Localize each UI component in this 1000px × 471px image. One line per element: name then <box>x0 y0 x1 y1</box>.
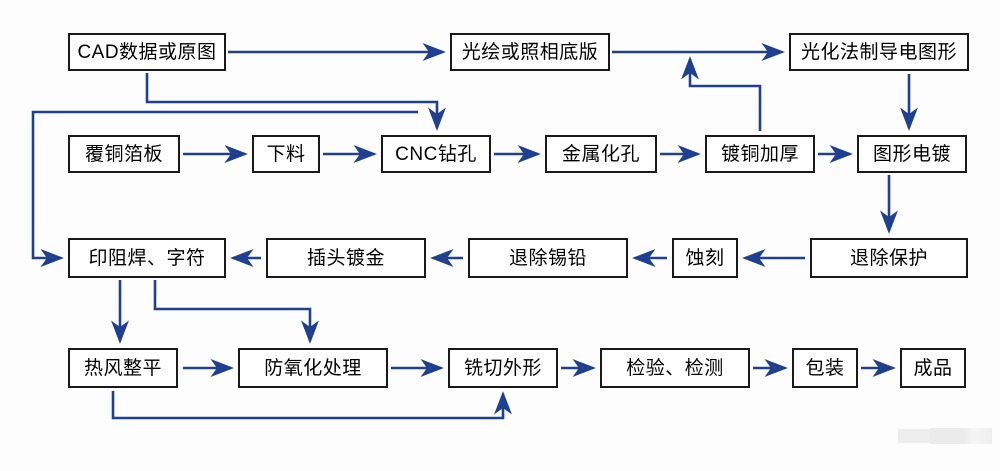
node-label: 镀铜加厚 <box>720 143 799 165</box>
node-label: 光化法制导电图形 <box>800 41 957 63</box>
watermark-block-left <box>898 429 934 443</box>
node-label: CNC钻孔 <box>395 143 477 165</box>
node-pattern-plating[interactable]: 图形电镀 <box>857 135 967 173</box>
node-label: 包装 <box>805 357 845 379</box>
node-plated-hole[interactable]: 金属化孔 <box>545 135 657 173</box>
node-label: 下料 <box>266 143 306 165</box>
node-packaging[interactable]: 包装 <box>792 348 858 388</box>
node-clad[interactable]: 覆铜箔板 <box>68 135 180 173</box>
edge-cad-to-cnc <box>145 73 446 131</box>
edge-solder-to-antiox <box>153 280 319 344</box>
node-inspection[interactable]: 检验、检测 <box>600 348 750 388</box>
node-etching[interactable]: 蚀刻 <box>672 238 738 278</box>
node-finished-product[interactable]: 成品 <box>900 348 966 388</box>
node-label: 图形电镀 <box>872 143 951 165</box>
node-cnc-drilling[interactable]: CNC钻孔 <box>381 135 491 173</box>
node-label: 检验、检测 <box>626 357 724 379</box>
node-label: 覆铜箔板 <box>84 143 163 165</box>
node-cad[interactable]: CAD数据或原图 <box>68 33 226 71</box>
node-label: 光绘或照相底版 <box>461 41 599 63</box>
node-label: 热风整平 <box>83 357 162 379</box>
node-label: 金属化孔 <box>561 143 640 165</box>
node-label: CAD数据或原图 <box>77 41 217 63</box>
node-gold-plug[interactable]: 插头镀金 <box>266 238 426 278</box>
node-hot-air-leveling[interactable]: 热风整平 <box>68 348 178 388</box>
node-strip-resist[interactable]: 退除保护 <box>810 238 968 278</box>
node-solder-mask[interactable]: 印阻焊、字符 <box>68 238 226 278</box>
node-anti-oxidation[interactable]: 防氧化处理 <box>238 348 388 388</box>
node-strip-tin-lead[interactable]: 退除锡铅 <box>468 238 628 278</box>
edge-cuthick-to-photoplot-link <box>681 56 762 131</box>
watermark-block-right <box>930 428 992 444</box>
node-label: 成品 <box>913 357 953 379</box>
node-photoplot[interactable]: 光绘或照相底版 <box>450 33 610 71</box>
node-label: 印阻焊、字符 <box>88 247 206 269</box>
edge-hasl-to-mill <box>111 391 512 420</box>
node-label: 防氧化处理 <box>264 357 362 379</box>
node-cut[interactable]: 下料 <box>252 135 320 173</box>
node-milling-profile[interactable]: 铣切外形 <box>448 348 558 388</box>
node-label: 退除保护 <box>849 247 928 269</box>
node-label: 铣切外形 <box>463 357 542 379</box>
node-photochem[interactable]: 光化法制导电图形 <box>789 33 969 71</box>
node-copper-thicken[interactable]: 镀铜加厚 <box>705 135 815 173</box>
node-label: 插头镀金 <box>306 247 385 269</box>
node-label: 蚀刻 <box>685 247 725 269</box>
edge-cnc-row-to-solder <box>31 110 418 267</box>
node-label: 退除锡铅 <box>508 247 587 269</box>
